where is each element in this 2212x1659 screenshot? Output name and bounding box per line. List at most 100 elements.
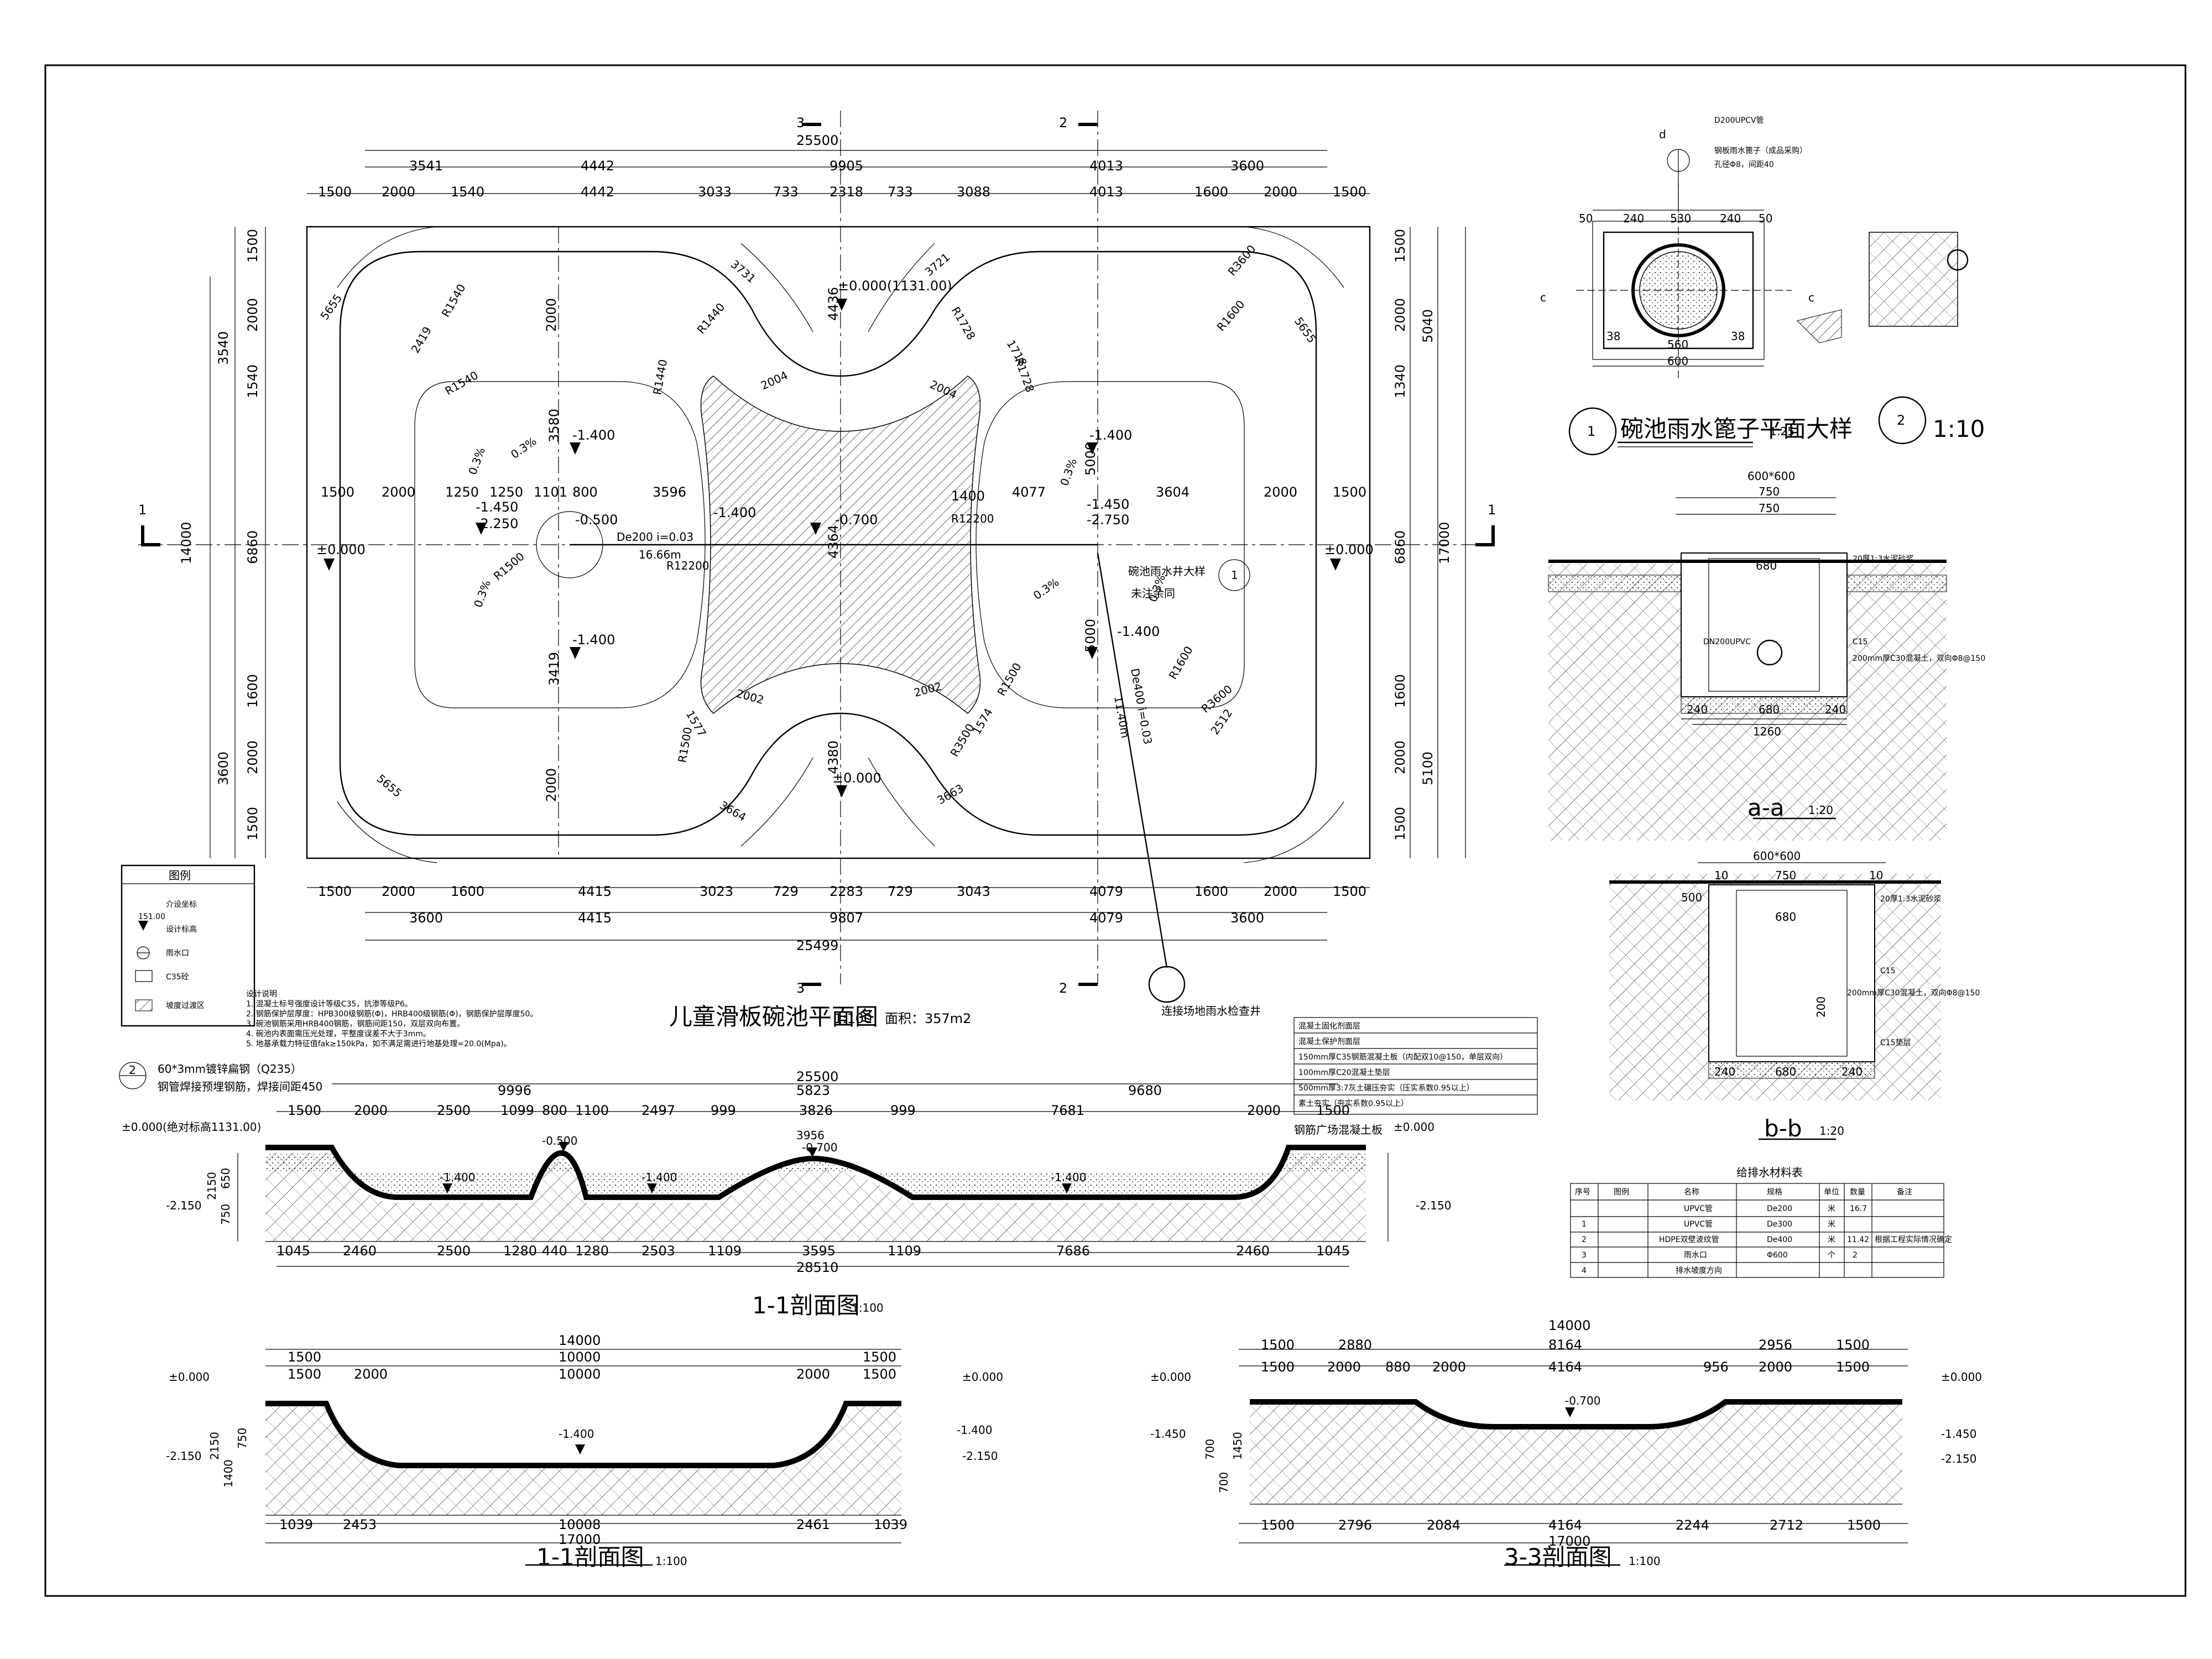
bb-dim-7: 680: [1775, 1065, 1796, 1078]
vdim-3: 4436: [826, 287, 841, 321]
s11b-lvl-mid-r: -1.400: [957, 1423, 992, 1437]
pipe2-len: 11.40m: [1112, 695, 1132, 739]
s11b-lvl-low-r: -2.150: [962, 1449, 998, 1463]
dim-l2-2: 3600: [216, 752, 231, 785]
dim-l-7: 1500: [245, 807, 260, 841]
mt-title: 给排水材料表: [1736, 1166, 1803, 1179]
aa-top: 600*600: [1747, 469, 1795, 483]
lvl-l145-a: -1.450: [476, 499, 518, 515]
arc-8: 3663: [935, 781, 966, 807]
arc-5: 5655: [1292, 315, 1319, 345]
plan-total-top: 25500: [796, 133, 838, 148]
mt-r4-c3: 雨水口: [1684, 1251, 1707, 1260]
note-2: 2. 钢筋保护层厚度：HPB300级钢筋(Φ)，HRB400级钢筋(Φ)，钢筋保…: [246, 1009, 538, 1019]
dim-b1-4: 4415: [578, 884, 612, 899]
mt-r4-c5: 个: [1828, 1251, 1835, 1260]
lvl-top-center: ±0.000(1131.00): [838, 278, 952, 294]
plan-title: 儿童滑板碗池平面图: [669, 1003, 878, 1030]
s11-depth-1: 2150: [205, 1172, 218, 1200]
bowl-inner-right: [975, 381, 1245, 708]
s11-b-9: 3595: [802, 1243, 836, 1259]
dim-t2-12: 2000: [1264, 184, 1297, 200]
s33-title: 3-3剖面图: [1504, 1543, 1612, 1571]
dim-l-5: 1600: [245, 674, 260, 708]
radius-10: R1500: [675, 726, 695, 764]
plan-height-left: 14000: [179, 522, 194, 564]
mt-r2-c4: De300: [1767, 1220, 1792, 1229]
radius-12: R12200: [666, 559, 709, 572]
s11-b-1: 1045: [276, 1243, 310, 1259]
mid-3: 1250: [445, 484, 479, 500]
dim-top-2: 4442: [581, 158, 614, 174]
s33-b-1: 1500: [1261, 1517, 1295, 1533]
bowl-plan: [138, 111, 1493, 1003]
outlet-circle: [1148, 966, 1186, 1003]
s11b-b-1: 1039: [279, 1517, 313, 1532]
s33-b-4: 4164: [1548, 1517, 1582, 1533]
note-5: 5. 地基承载力特征值fak≥150kPa，如不满足需进行地基处理=20.0(M…: [246, 1039, 512, 1048]
legend-level-sample: 151.00: [138, 912, 165, 921]
s11b-lvl-low-l: -2.150: [166, 1449, 201, 1463]
s11-t2-7: 2497: [641, 1103, 675, 1118]
mt-r3-c1: 2: [1582, 1235, 1587, 1244]
mt-r3-c7: 根据工程实际情况确定: [1875, 1235, 1952, 1244]
mid-10: 3604: [1156, 484, 1190, 500]
s11-lvl-6: -1.400: [1051, 1171, 1086, 1184]
s11-t2-3: 2500: [437, 1103, 471, 1118]
legend-item-level: 设计标高: [166, 925, 197, 934]
bb-dim-1: 10: [1714, 869, 1728, 882]
s11-low-right: -2.150: [1416, 1199, 1451, 1212]
arc-12: 2002: [735, 687, 765, 707]
slope-1: 0.3%: [466, 446, 488, 477]
s11-b-12: 2460: [1236, 1243, 1270, 1259]
dim-t2-4: 4442: [581, 184, 614, 200]
radius-8: R1600: [1214, 298, 1247, 333]
s11b-top-3: 1500: [863, 1349, 896, 1365]
s11b-depth-1: 2150: [208, 1432, 221, 1460]
detail-bb: [1609, 862, 1941, 1140]
section-1-1-short: [265, 1349, 901, 1566]
mt-r2-c1: 1: [1582, 1220, 1587, 1229]
mt-r5-c3: 排水坡度方向: [1676, 1266, 1722, 1275]
mid-11: 2000: [1264, 484, 1297, 500]
s33-bottom-total: 17000: [1548, 1533, 1590, 1549]
radius-2: R1540: [443, 368, 481, 398]
radius-1: R1540: [439, 281, 468, 319]
s33-lvl-low: -2.150: [1941, 1452, 1976, 1465]
steel-note-2: 钢管焊接预埋钢筋，焊接间距450: [158, 1080, 322, 1093]
mt-r3-c4: De400: [1767, 1235, 1792, 1244]
sec-mark-1-right: 1: [1488, 502, 1496, 518]
section-3-3: [1239, 1349, 1908, 1566]
d1-top-4: 240: [1720, 212, 1741, 225]
plan-scale: 1:100: [834, 1011, 872, 1026]
lvl-l140-d: -1.400: [1117, 624, 1160, 639]
slope-2: 0.3%: [508, 434, 539, 461]
d1-ref: 1: [1587, 424, 1595, 439]
legend-box: [121, 864, 255, 1027]
dim-l2-1: 3540: [216, 331, 231, 365]
legend-item-transition: 坡度过渡区: [166, 1001, 205, 1010]
s11-b-3: 2500: [437, 1243, 471, 1259]
aa-label-2: C15: [1853, 638, 1868, 646]
dim-b1-5: 3023: [700, 884, 733, 899]
dim-t2-1: 1500: [318, 184, 352, 200]
bb-label-2: 200mm厚C30混凝土，双向Φ8@150: [1847, 989, 1980, 998]
sec-mark-2-top: 2: [1059, 115, 1067, 131]
arc-13: 2002: [912, 679, 943, 699]
layer-3: 150mm厚C35钢筋混凝土板（内配双10@150，单层双向）: [1298, 1052, 1507, 1062]
layer-4: 100mm厚C20混凝土垫层: [1298, 1068, 1390, 1077]
mid-6: 800: [572, 484, 598, 500]
section-marks: [141, 123, 1495, 986]
aa-label-4: 20厚1:3水泥砂浆: [1853, 555, 1913, 564]
dim-t2-13: 1500: [1333, 184, 1366, 200]
arc-6: 5655: [374, 771, 404, 800]
bb-label-1: C15: [1880, 967, 1896, 975]
s11b-t2-5: 1500: [863, 1366, 896, 1382]
dim-l-6: 2000: [245, 740, 260, 774]
lvl-right-zero: ±0.000: [1324, 542, 1374, 557]
arc-3: 3721: [922, 251, 952, 279]
s11-top1-2: 5823: [796, 1083, 830, 1098]
radius-11: R12200: [951, 512, 994, 525]
s33-b-6: 2712: [1770, 1517, 1803, 1533]
sheet-border: [44, 64, 2187, 1597]
